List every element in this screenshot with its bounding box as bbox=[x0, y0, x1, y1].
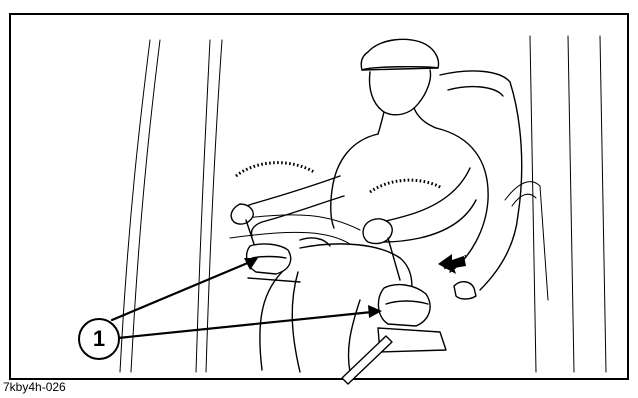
figure-id: 7kby4h-026 bbox=[3, 380, 66, 394]
callout-arrows bbox=[112, 258, 382, 338]
push-arrow bbox=[438, 254, 466, 274]
callout-number-1: 1 bbox=[78, 318, 120, 360]
right-lever bbox=[363, 219, 476, 352]
cab-frame-lines bbox=[120, 36, 606, 372]
